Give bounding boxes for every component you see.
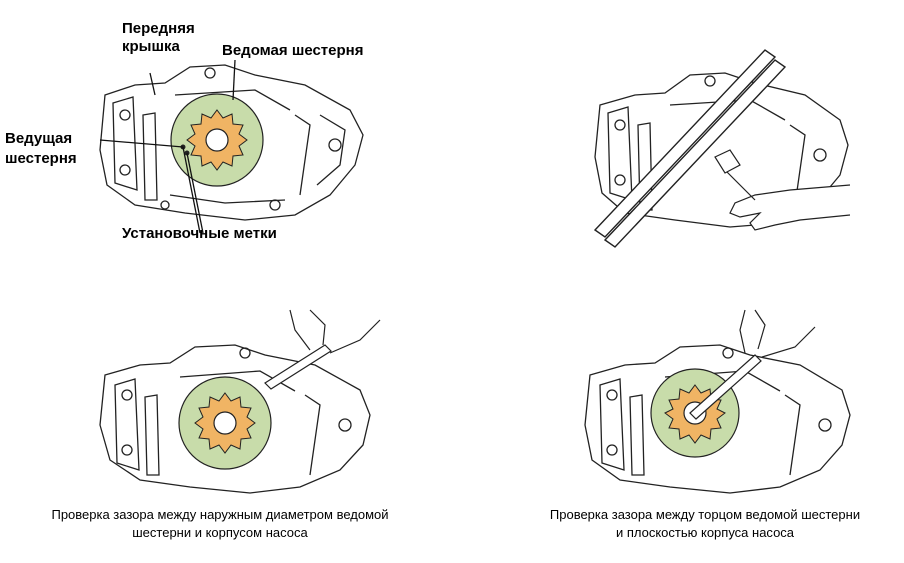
label-alignment-marks: Установочные метки	[122, 225, 277, 242]
leader-front-cover	[149, 72, 156, 96]
hand-with-feeler-gauge	[264, 309, 381, 390]
pump-diagram-labeled	[99, 59, 364, 234]
label-drive-gear-line1: Ведущая	[5, 130, 73, 147]
caption-right-line1: Проверка зазора между торцом ведомой шес…	[549, 507, 861, 522]
caption-left-line2: шестерни и корпусом насоса	[132, 525, 308, 540]
label-driven-gear: Ведомая шестерня	[222, 42, 364, 59]
hand-with-feeler-gauge	[689, 309, 816, 420]
label-drive-gear-line2: шестерня	[5, 150, 77, 167]
caption-right-line2: и плоскостью корпуса насоса	[615, 525, 795, 540]
straight-edge	[593, 49, 787, 248]
pump-diagram-straightedge	[593, 49, 851, 248]
label-front-cover-line1: Передняя	[122, 20, 195, 37]
leader-marks-1	[182, 146, 201, 234]
pump-diagram-outer-clearance	[99, 309, 381, 494]
pump-housing-outline	[99, 64, 364, 221]
hand-with-feeler-gauge	[714, 149, 851, 231]
leader-marks-2	[186, 152, 204, 234]
leader-driven-gear	[232, 59, 236, 101]
pump-diagram-end-clearance	[584, 309, 851, 494]
caption-left-line1: Проверка зазора между наружным диаметром…	[51, 507, 389, 522]
label-front-cover-line2: крышка	[122, 38, 180, 55]
leader-drive-gear	[99, 139, 184, 148]
